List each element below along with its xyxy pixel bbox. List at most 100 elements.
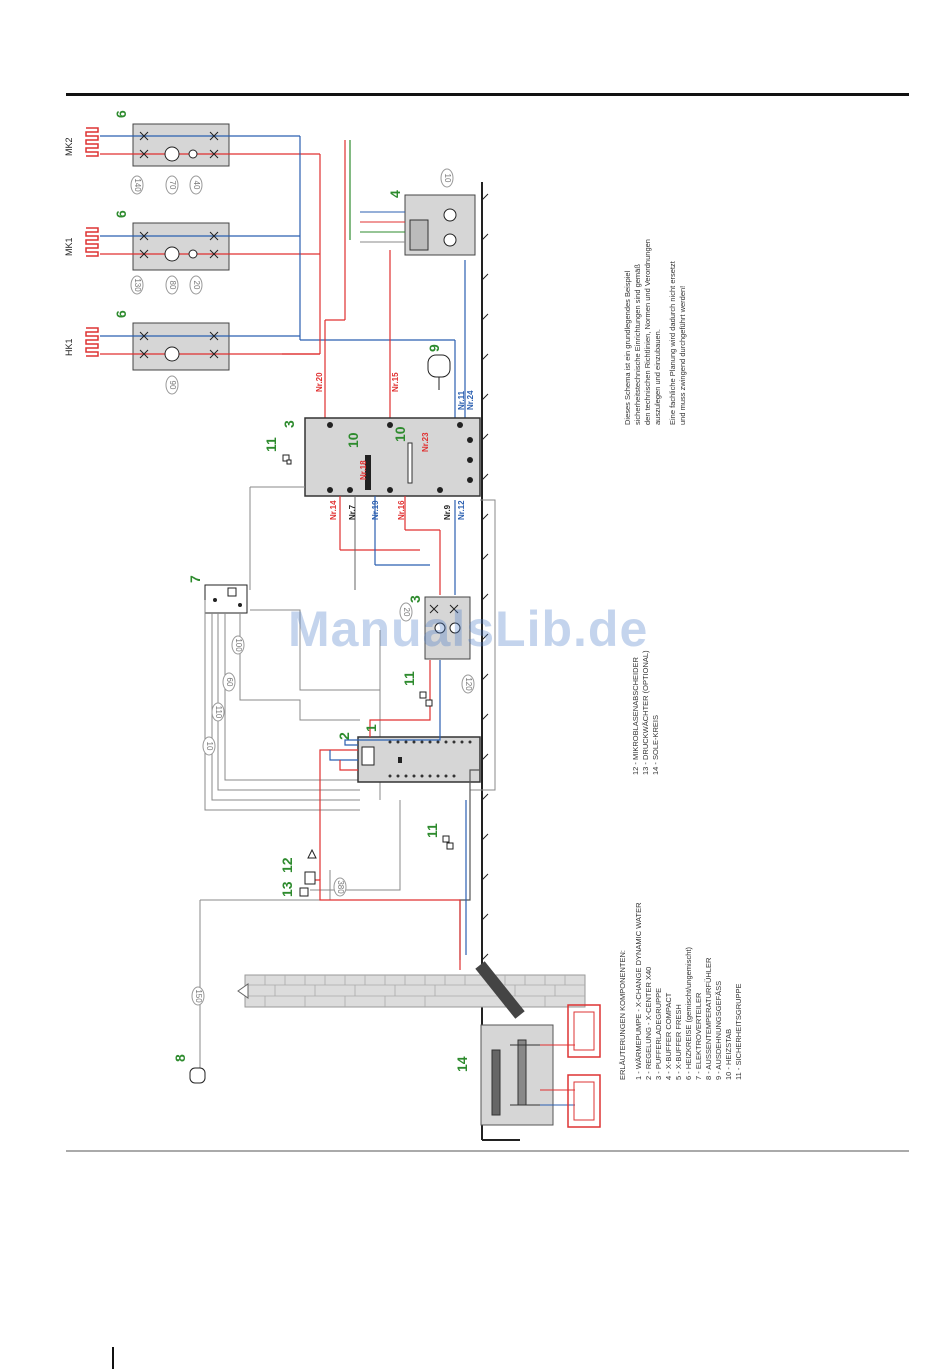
legend-item: 9 - AUSDEHNUNGSGEFÄSS [714, 981, 723, 1080]
top-rule [66, 93, 909, 96]
sensor-label: 140 [133, 178, 142, 192]
legend-item: 10 - HEIZSTAB [724, 1029, 733, 1080]
expansion-vessel [427, 354, 451, 390]
legend-block: ERLÄUTERUNGEN KOMPONENTEN: 1 - WÄRMEPUMP… [618, 902, 743, 1080]
connection-label: Nr.11 [457, 390, 466, 410]
connection-label: Nr.16 [397, 500, 406, 520]
legend-item: 2 - REGELUNG - X-CENTER X40 [644, 967, 653, 1080]
circuit-name-mk1: MK1 [64, 237, 74, 256]
component-number: 3 [407, 595, 423, 603]
legend-item: 1 - WÄRMEPUMPE - X-CHANGE DYNAMIC WATER [634, 902, 643, 1080]
legend-item: 3 - PUFFERLADEGRUPPE [654, 988, 663, 1080]
brine-circuit [480, 1004, 601, 1141]
heating-circuit-hk1 [85, 322, 320, 371]
connection-label: Nr.19 [371, 500, 380, 520]
electric-distributor [204, 584, 248, 614]
legend-block-2: 12 - MIKROBLASENABSCHEIDER 13 - DRUCKWÄC… [631, 650, 660, 775]
sensor-label: 10 [205, 742, 214, 751]
sensor-bubbles [130, 168, 475, 1006]
component-number: 10 [392, 426, 408, 442]
component-number: 13 [279, 881, 295, 897]
component-number: 8 [172, 1054, 188, 1062]
component-number: 2 [336, 732, 352, 740]
connection-label: Nr.20 [315, 372, 324, 392]
legend-item: 14 - SOLE-KREIS [651, 715, 660, 775]
x-buffer-compact [360, 194, 476, 256]
legend-item: 7 - ELEKTROVERTEILER [694, 992, 703, 1080]
heating-circuit-mk2 [85, 123, 320, 167]
component-number: 10 [345, 432, 361, 448]
sensor-label: 80 [168, 281, 177, 290]
buffer-tank [304, 417, 481, 497]
brick-wall [237, 974, 586, 1008]
legend-item: 13 - DRUCKWÄCHTER (OPTIONAL) [641, 650, 650, 775]
sensor-label: 40 [192, 181, 201, 190]
sensor-label: 90 [168, 381, 177, 390]
component-number: 7 [187, 575, 203, 583]
component-number: 9 [426, 344, 442, 352]
component-number: 6 [113, 210, 129, 218]
buffer-to-charging-pipes [339, 496, 456, 595]
connection-label: Nr.14 [329, 500, 338, 520]
legend-item: 11 - SICHERHEITSGRUPPE [734, 983, 743, 1080]
notes-block: Dieses Schema ist ein grundlegendes Beis… [623, 239, 687, 425]
brine-sleeve [475, 961, 525, 1019]
sensor-label: 150 [194, 989, 203, 1003]
sensor-label: 120 [464, 677, 473, 691]
component-number: 11 [424, 823, 440, 838]
sensor-label: 20 [402, 608, 411, 617]
legend-item: 4 - X-BUFFER COMPACT [664, 992, 673, 1080]
component-number: 4 [387, 190, 403, 198]
sensor-label: 20 [192, 281, 201, 290]
connection-label: Nr.15 [391, 372, 400, 392]
sensor-labels: 140 70 40 130 80 20 90 10 100 60 110 10 … [133, 174, 473, 1004]
heat-pump-pipes [310, 660, 480, 970]
component-number: 12 [279, 857, 295, 873]
component-numbers: 6 6 6 4 3 11 10 10 9 7 3 11 2 1 11 12 13… [113, 110, 470, 1072]
outdoor-sensor [189, 1067, 206, 1084]
safety-groups [282, 454, 454, 850]
circuit-name-hk1: HK1 [64, 338, 74, 356]
note-line: Eine fachliche Planung wird dadurch nich… [668, 260, 677, 425]
component-number: 14 [454, 1056, 470, 1072]
bubble-separator [299, 848, 317, 897]
sensor-label: 60 [225, 678, 234, 687]
component-number: 11 [263, 437, 279, 452]
sensor-label: 10 [443, 174, 452, 183]
legend-item: 5 - X-BUFFER FRESH [674, 1004, 683, 1080]
component-number: 1 [363, 724, 379, 732]
heat-pump [357, 736, 481, 783]
heating-circuit-mk1 [85, 222, 320, 271]
component-number: 3 [281, 420, 297, 428]
component-number: 6 [113, 110, 129, 118]
connection-label: Nr.7 [348, 504, 357, 520]
note-line: sicherheitstechnische Einrichtungen sind… [633, 264, 642, 425]
component-number: 11 [401, 671, 417, 686]
note-line: den technischen Richtlinien, Normen und … [643, 239, 652, 425]
legend-item: 6 - HEIZKREISE (gemischt/ungemischt) [684, 947, 693, 1080]
watermark: ManualsLib.de [288, 601, 649, 657]
connection-labels: Nr.20 Nr.15 Nr.11 Nr.24 Nr.18 Nr.23 Nr.1… [315, 372, 475, 520]
note-line: und muss zwingend durchgeführt werden! [678, 286, 687, 425]
sensor-label: 110 [214, 706, 223, 719]
sensor-label: 380 [336, 880, 345, 894]
legend-item: 8 - AUSSENTEMPERATURFÜHLER [704, 957, 713, 1080]
sensor-label: 70 [168, 181, 177, 190]
connection-label: Nr.12 [457, 500, 466, 520]
connection-label: Nr.18 [359, 460, 368, 480]
note-line: Dieses Schema ist ein grundlegendes Beis… [623, 270, 632, 425]
circuit-names: MK2 MK1 HK1 [64, 137, 74, 356]
connection-label: Nr.23 [421, 432, 430, 452]
note-line: auszulegen und einzubauen. [653, 329, 662, 425]
buffer-charging-group [424, 596, 471, 660]
component-number: 6 [113, 310, 129, 318]
manifold-pipes [282, 136, 466, 420]
connection-label: Nr.24 [466, 390, 475, 410]
legend-title: ERLÄUTERUNGEN KOMPONENTEN: [618, 950, 627, 1080]
legend-item: 12 - MIKROBLASENABSCHEIDER [631, 656, 640, 775]
circuit-name-mk2: MK2 [64, 137, 74, 156]
connection-label: Nr.9 [443, 504, 452, 520]
page-marker [112, 1347, 114, 1369]
